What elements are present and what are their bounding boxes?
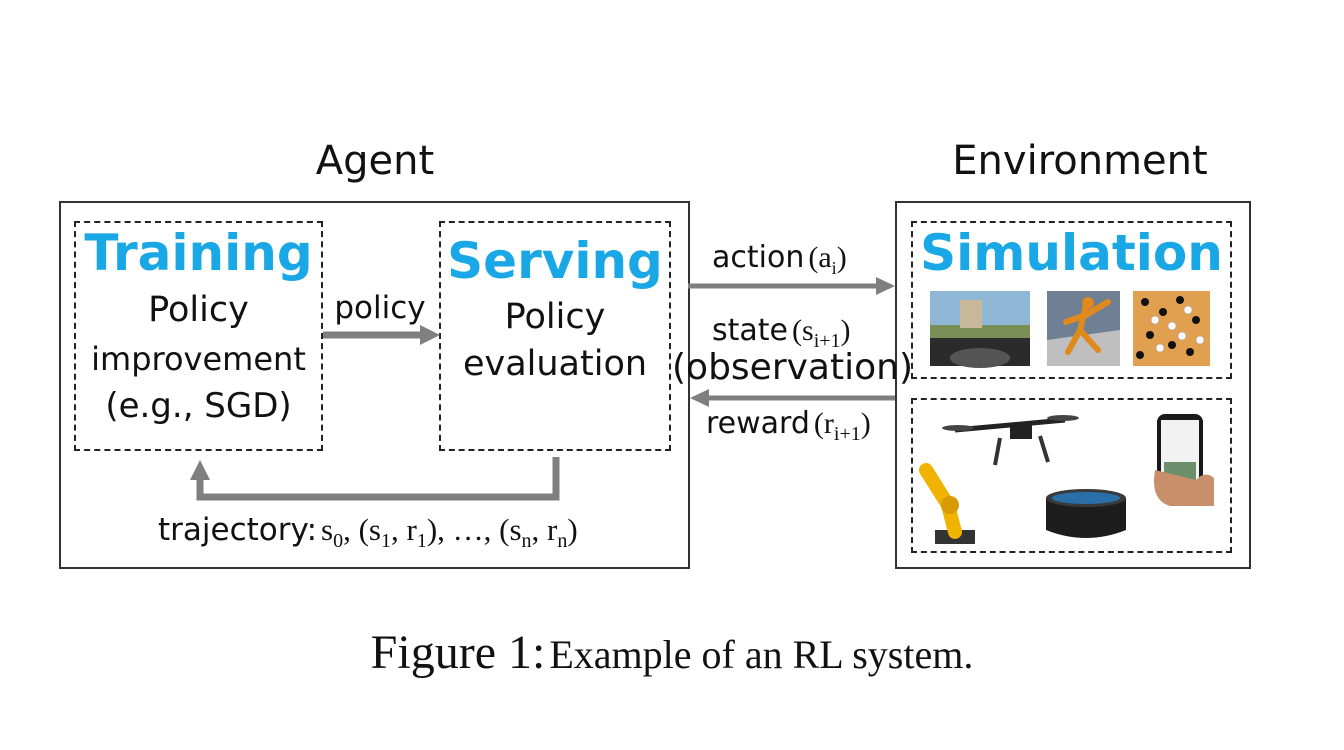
trajectory-label: trajectory:	[158, 512, 318, 548]
serving-line2: evaluation	[462, 344, 648, 384]
simulation-heading: Simulation	[920, 224, 1223, 282]
agent-box	[59, 201, 690, 569]
go-board-icon	[1133, 291, 1210, 366]
policy-label: policy	[334, 290, 426, 326]
trajectory-label-row: trajectory: s0, (s1, r1), …, (sn, rn)	[158, 512, 578, 553]
humanoid-sim-icon	[1047, 291, 1120, 366]
reward-label: reward (ri+1)	[706, 406, 871, 445]
training-line1: Policy	[148, 290, 249, 330]
serving-heading: Serving	[447, 232, 663, 290]
policy-arrow	[323, 325, 440, 345]
training-box	[74, 221, 323, 451]
training-heading: Training	[84, 224, 313, 282]
caption-text: Example of an RL system.	[549, 632, 974, 677]
observation-label: (observation)	[672, 347, 913, 388]
serving-line1: Policy	[504, 297, 606, 337]
serving-box	[439, 221, 671, 451]
agent-title: Agent	[315, 138, 435, 184]
robot-arm-icon	[919, 463, 975, 544]
training-line2: improvement	[91, 340, 306, 378]
figure-caption: Figure 1: Example of an RL system.	[0, 625, 1344, 680]
smart-speaker-icon	[1046, 489, 1126, 538]
environment-box	[895, 201, 1251, 569]
real-world-box	[911, 398, 1232, 553]
phone-icon	[1154, 414, 1214, 506]
environment-title: Environment	[952, 138, 1208, 184]
state-label: state (si+1)	[712, 313, 851, 352]
action-label: action (ai)	[712, 240, 847, 278]
trajectory-arrow	[190, 457, 560, 501]
trajectory-formula: s0, (s1, r1), …, (sn, rn)	[321, 512, 578, 553]
driving-sim-icon	[930, 291, 1030, 368]
simulation-box	[911, 221, 1232, 379]
state-arrow	[690, 389, 895, 407]
caption-label: Figure 1:	[370, 626, 546, 679]
action-arrow	[688, 277, 895, 295]
drone-icon	[942, 415, 1079, 466]
training-line3: (e.g., SGD)	[105, 386, 292, 426]
